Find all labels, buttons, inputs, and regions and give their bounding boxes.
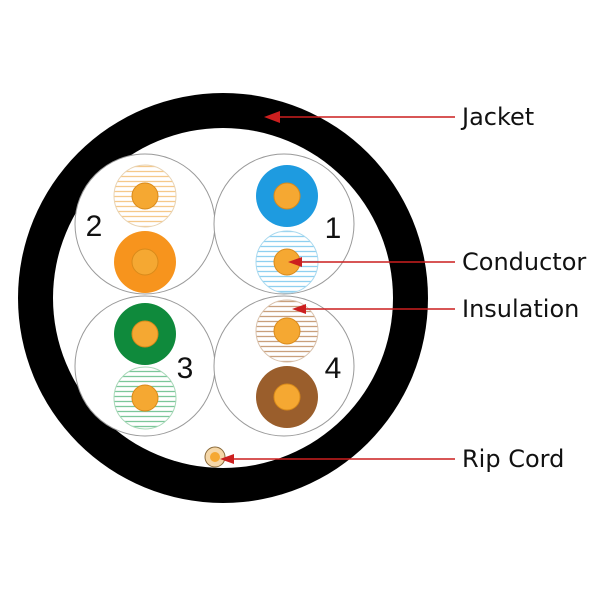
pair-1-number: 1 xyxy=(325,212,342,245)
rip-cord xyxy=(204,446,226,468)
pair-1-wires xyxy=(255,165,319,294)
rip-cord-arrowhead xyxy=(220,454,234,464)
conductor-callout xyxy=(288,257,455,267)
jacket-label: Jacket xyxy=(460,103,534,131)
brown-conductor xyxy=(273,383,301,411)
pair-4-wires xyxy=(255,299,319,428)
orange-conductor xyxy=(131,248,159,276)
rip-cord-core xyxy=(210,452,220,462)
orange-white-conductor xyxy=(131,182,159,210)
green-conductor xyxy=(131,320,159,348)
insulation-callout xyxy=(292,304,455,314)
green-white-conductor xyxy=(131,384,159,412)
rip-cord-callout xyxy=(220,454,455,464)
pair-3-number: 3 xyxy=(177,352,194,385)
pair-2-number: 2 xyxy=(86,210,103,243)
rip-cord-label: Rip Cord xyxy=(462,445,564,473)
conductor-label: Conductor xyxy=(462,248,586,276)
brown-white-conductor xyxy=(273,317,301,345)
pair-4-number: 4 xyxy=(325,352,342,385)
pair-4-group xyxy=(213,295,355,437)
conductor-arrowhead xyxy=(288,257,302,267)
pair-2-wires xyxy=(113,164,177,293)
jacket-callout xyxy=(264,111,455,123)
insulation-label: Insulation xyxy=(462,295,579,323)
insulation-arrowhead xyxy=(292,304,306,314)
jacket-arrowhead xyxy=(264,111,280,123)
pair-3-wires xyxy=(113,303,177,430)
blue-conductor xyxy=(273,182,301,210)
